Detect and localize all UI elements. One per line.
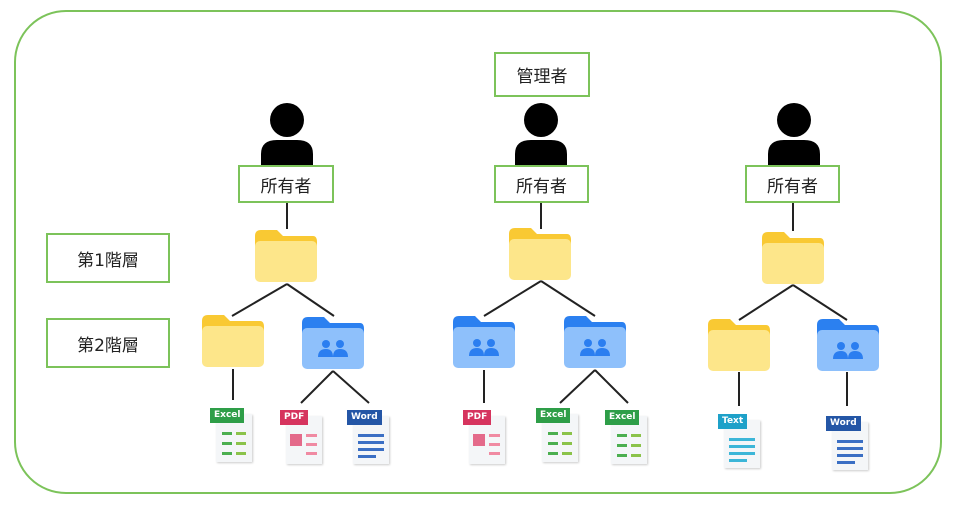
text-file-icon[interactable]: Text	[718, 414, 762, 470]
folder-icon[interactable]	[200, 313, 266, 369]
file-type-label: Excel	[536, 408, 571, 423]
diagram-frame	[14, 10, 942, 494]
level-2-label: 第2階層	[46, 318, 170, 368]
folder-icon[interactable]	[507, 226, 573, 282]
shared-folder-icon[interactable]	[300, 315, 366, 371]
owner-label: 所有者	[238, 165, 334, 203]
pdf-file-icon[interactable]: PDF	[463, 410, 507, 466]
file-type-label: Word	[347, 410, 382, 425]
folder-icon[interactable]	[253, 228, 319, 284]
word-file-icon[interactable]: Word	[347, 410, 391, 466]
excel-file-icon[interactable]: Excel	[605, 410, 649, 466]
file-type-label: PDF	[463, 410, 492, 425]
folder-icon[interactable]	[706, 317, 772, 373]
owner-label: 所有者	[745, 165, 840, 203]
file-type-label: Excel	[210, 408, 245, 423]
pdf-file-icon[interactable]: PDF	[280, 410, 324, 466]
person-icon	[257, 102, 317, 166]
shared-folder-icon[interactable]	[562, 314, 628, 370]
file-type-label: PDF	[280, 410, 309, 425]
owner-label: 所有者	[494, 165, 589, 203]
folder-icon[interactable]	[760, 230, 826, 286]
file-type-label: Text	[718, 414, 748, 429]
admin-label: 管理者	[494, 52, 590, 97]
word-file-icon[interactable]: Word	[826, 416, 870, 472]
person-icon	[764, 102, 824, 166]
person-icon	[511, 102, 571, 166]
excel-file-icon[interactable]: Excel	[536, 408, 580, 464]
file-type-label: Word	[826, 416, 861, 431]
shared-folder-icon[interactable]	[451, 314, 517, 370]
shared-folder-icon[interactable]	[815, 317, 881, 373]
level-1-label: 第1階層	[46, 233, 170, 283]
excel-file-icon[interactable]: Excel	[210, 408, 254, 464]
file-type-label: Excel	[605, 410, 640, 425]
